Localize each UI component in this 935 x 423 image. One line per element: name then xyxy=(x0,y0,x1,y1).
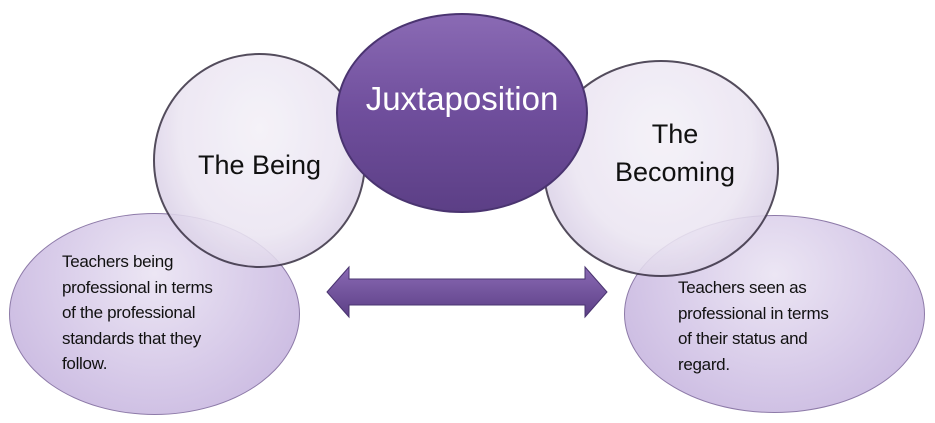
left-description: Teachers being professional in terms of … xyxy=(62,249,213,377)
juxtaposition-circle xyxy=(336,13,588,213)
description-line: Teachers being xyxy=(62,252,174,271)
being-title: The Being xyxy=(197,150,322,180)
description-line: follow. xyxy=(62,354,108,373)
description-line: professional in terms xyxy=(62,277,213,297)
becoming-title-line: Becoming xyxy=(614,157,736,187)
description-line: regard. xyxy=(678,354,730,374)
center-label: Juxtaposition xyxy=(365,80,559,117)
description-line: professional in terms xyxy=(678,303,829,323)
becoming-title: The Becoming xyxy=(600,115,750,191)
double-arrow-icon xyxy=(326,265,608,319)
becoming-title-line: The xyxy=(651,119,699,149)
description-line: Teachers seen as xyxy=(678,278,807,297)
description-line: of their status and xyxy=(678,329,808,348)
right-description: Teachers seen as professional in terms o… xyxy=(678,275,829,377)
description-line: standards that they xyxy=(62,328,201,348)
description-line: of the professional xyxy=(62,303,196,322)
being-circle xyxy=(153,53,366,268)
